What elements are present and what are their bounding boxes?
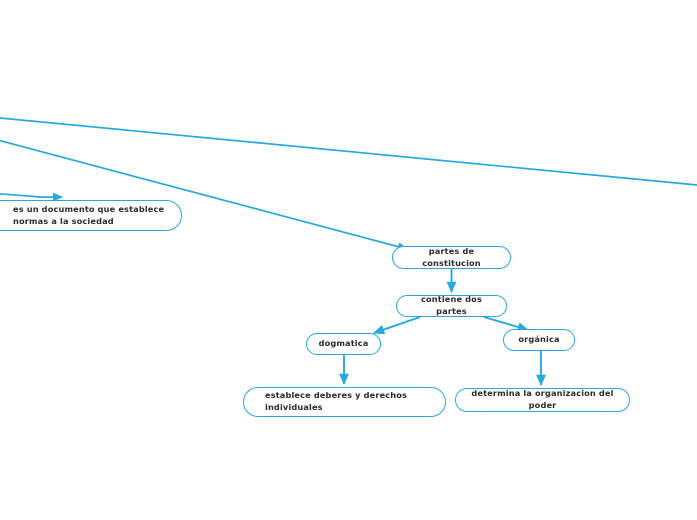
node-partes-de-constitucion[interactable]: partes de constitucion <box>392 246 511 269</box>
node-determina-la-organizacion-del-poder[interactable]: determina la organizacion del poder <box>455 388 630 412</box>
edge-offscreen-to-partes <box>0 139 408 251</box>
node-label: dogmatica <box>318 338 369 349</box>
node-label: partes de constitucion <box>422 245 481 268</box>
node-label: es un documento que establece normas a l… <box>13 203 165 226</box>
node-label: establece deberes y derechos individuale… <box>265 390 408 412</box>
edge-offscreen-to-documento <box>0 192 64 202</box>
node-label: contiene dos partes <box>421 294 482 316</box>
node-contiene-dos-partes[interactable]: contiene dos partes <box>396 294 507 317</box>
node-label: determina la organizacion del poder <box>471 388 614 410</box>
node-label: orgánica <box>518 334 560 345</box>
node-organica[interactable]: orgánica <box>503 329 575 351</box>
edge-contiene-to-dogmatica <box>372 316 421 335</box>
node-establece-deberes-y-derechos-individuales[interactable]: establece deberes y derechos individuale… <box>243 387 446 417</box>
node-dogmatica[interactable]: dogmatica <box>306 333 381 355</box>
edge-offscreen-diagonal-right <box>0 117 697 186</box>
node-es-un-documento[interactable]: es un documento que establece normas a l… <box>0 200 182 231</box>
